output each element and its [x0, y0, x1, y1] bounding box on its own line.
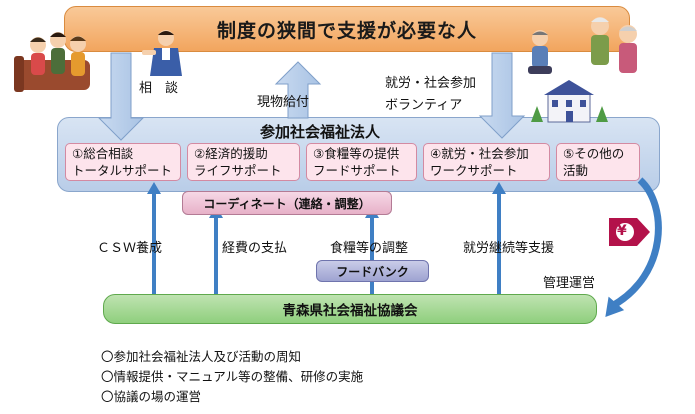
- top-banner: 制度の狭間で支援が必要な人: [64, 6, 630, 52]
- note-2: 〇情報提供・マニュアル等の整備、研修の実施: [101, 369, 364, 384]
- council-title: 青森県社会福祉協議会: [282, 303, 418, 319]
- label-expenses: 経費の支払: [222, 241, 288, 256]
- work-arrow-down: [478, 52, 526, 139]
- support-other-line1: ⑤その他の: [563, 146, 625, 161]
- support-food-line2: フードサポート: [313, 163, 401, 178]
- label-work-social: 就労・社会参加: [385, 76, 477, 91]
- support-box-food: ③食糧等の提供 フードサポート: [306, 143, 417, 181]
- coordinate-pill: コーディネート（連絡・調整）: [182, 191, 392, 215]
- label-volunteer: ボランティア: [385, 98, 463, 113]
- management-arrow: [610, 177, 662, 310]
- note-3: 〇協議の場の運営: [101, 389, 202, 404]
- family-illustration: [14, 32, 90, 92]
- org-title: 参加社会福祉法人: [260, 123, 381, 141]
- label-in-kind: 現物給付: [257, 95, 310, 110]
- yen-symbol: ¥: [617, 223, 627, 239]
- consult-arrow-down: [97, 52, 145, 141]
- support-other-line2: 活動: [563, 163, 589, 178]
- support-work-line2: ワークサポート: [430, 163, 518, 178]
- support-food-line1: ③食糧等の提供: [313, 146, 400, 161]
- note-1: 〇参加社会福祉法人及び活動の周知: [101, 349, 302, 364]
- top-banner-title: 制度の狭間で支援が必要な人: [216, 19, 477, 42]
- house-illustration: [531, 80, 608, 123]
- label-consult: 相 談: [139, 81, 179, 96]
- council-bar: 青森県社会福祉協議会: [103, 294, 597, 324]
- label-management: 管理運営: [543, 276, 596, 291]
- elderly-illustration: [528, 17, 637, 74]
- label-food-adjust: 食糧等の調整: [330, 241, 409, 256]
- in-kind-arrow-up: [274, 61, 322, 119]
- support-life-line2: ライフサポート: [194, 163, 282, 178]
- foodbank-pill: フードバンク: [316, 260, 429, 282]
- label-employment: 就労継続等支援: [463, 241, 555, 256]
- support-life-line1: ②経済的援助: [194, 146, 268, 161]
- support-box-other: ⑤その他の 活動: [556, 143, 640, 181]
- support-box-total: ①総合相談 トータルサポート: [65, 143, 181, 181]
- support-work-line1: ④就労・社会参加: [430, 146, 529, 161]
- support-box-life: ②経済的援助 ライフサポート: [187, 143, 300, 181]
- yen-badge: [609, 218, 650, 246]
- support-arrows-up: [147, 182, 506, 294]
- support-total-line2: トータルサポート: [72, 163, 173, 178]
- label-csw: ＣＳＷ養成: [97, 241, 163, 256]
- support-total-line1: ①総合相談: [72, 146, 134, 161]
- support-box-work: ④就労・社会参加 ワークサポート: [423, 143, 550, 181]
- consultant-illustration: [142, 30, 182, 76]
